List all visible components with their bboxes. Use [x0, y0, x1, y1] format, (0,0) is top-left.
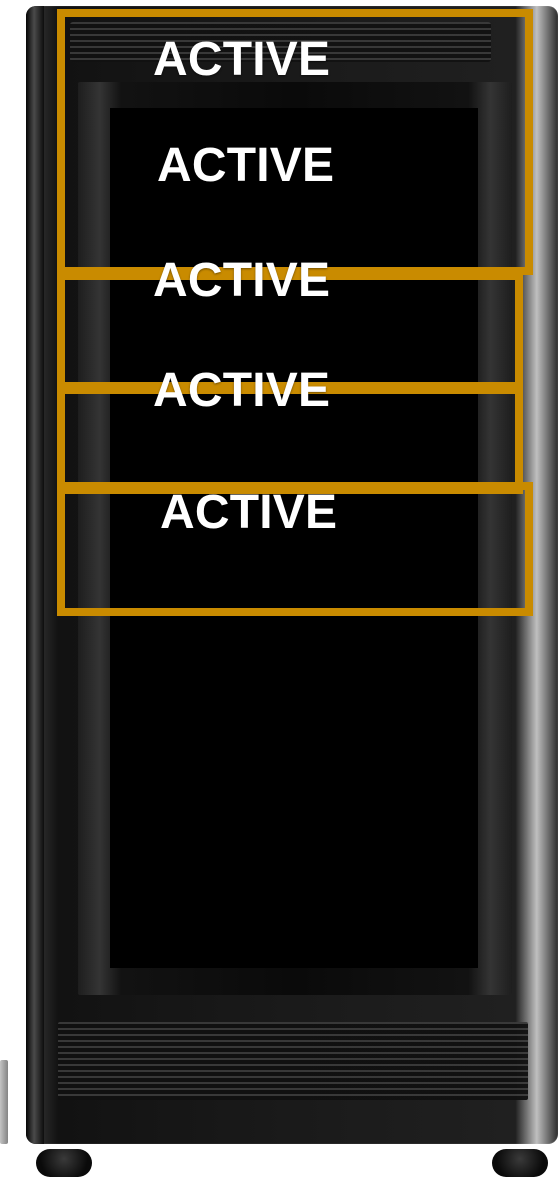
status-label-4: ACTIVE: [153, 367, 330, 415]
status-label-3: ACTIVE: [153, 257, 330, 305]
status-label-5: ACTIVE: [160, 489, 337, 537]
left-foot: [36, 1149, 92, 1177]
cabinet-left-edge: [26, 6, 44, 1144]
right-foot: [492, 1149, 548, 1177]
status-label-2: ACTIVE: [157, 142, 334, 190]
side-bracket: [0, 1060, 8, 1144]
bottom-vent: [58, 1022, 528, 1100]
status-label-1: ACTIVE: [153, 36, 330, 84]
